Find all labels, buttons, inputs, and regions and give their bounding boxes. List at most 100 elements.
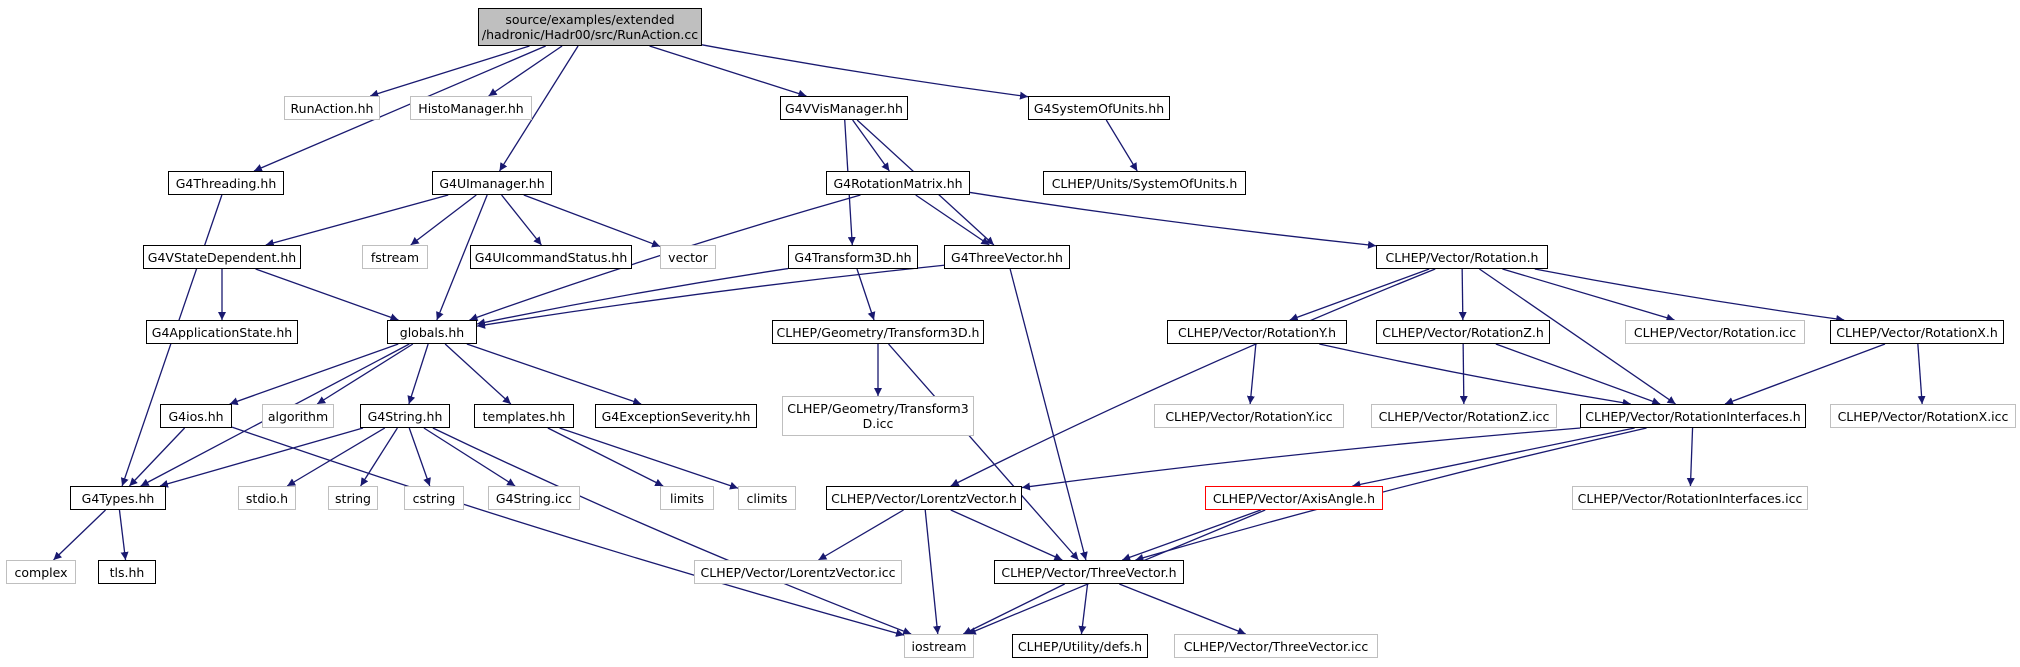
node-clhep-vector-threevector-h[interactable]: CLHEP/Vector/ThreeVector.h [994, 560, 1184, 584]
node-g4vstatedependent-hh[interactable]: G4VStateDependent.hh [143, 245, 301, 269]
node-label: G4VStateDependent.hh [147, 249, 297, 265]
node-clhep-units-systemofunits-h[interactable]: CLHEP/Units/SystemOfUnits.h [1043, 171, 1246, 195]
node-clhep-vector-rotationz-icc[interactable]: CLHEP/Vector/RotationZ.icc [1371, 404, 1557, 428]
node-iostream[interactable]: iostream [904, 634, 974, 658]
node-label: G4ApplicationState.hh [151, 324, 293, 340]
node-label: G4UImanager.hh [439, 175, 545, 191]
edge-clhep-geometry-transform3d-h-to-clhep-vector-threevector-h [888, 343, 1079, 561]
edge-clhep-vector-rotation-h-to-clhep-vector-rotationinterfaces-h [1479, 268, 1676, 405]
node-clhep-vector-rotationy-icc[interactable]: CLHEP/Vector/RotationY.icc [1154, 404, 1344, 428]
node-climits[interactable]: climits [738, 486, 796, 510]
node-label: RunAction.hh [290, 100, 374, 116]
node-clhep-geometry-transform3d-icc[interactable]: CLHEP/Geometry/Transform3 D.icc [782, 396, 974, 436]
node-globals-hh[interactable]: globals.hh [387, 320, 477, 344]
node-label: G4Threading.hh [175, 175, 277, 191]
node-g4systemofunits-hh[interactable]: G4SystemOfUnits.hh [1028, 96, 1170, 120]
node-clhep-vector-lorentzvector-h[interactable]: CLHEP/Vector/LorentzVector.h [826, 486, 1022, 510]
node-label: vector [668, 249, 708, 265]
edge-templates-hh-to-climits [559, 427, 739, 490]
node-g4rotationmatrix-hh[interactable]: G4RotationMatrix.hh [826, 171, 970, 195]
node-clhep-vector-lorentzvector-icc[interactable]: CLHEP/Vector/LorentzVector.icc [694, 560, 902, 584]
edge-clhep-vector-rotation-h-to-clhep-vector-rotationx-h [1534, 268, 1845, 323]
edge-g4string-hh-to-g4types-hh [159, 427, 364, 488]
edge-g4string-hh-to-string [360, 427, 398, 487]
node-clhep-vector-rotation-h[interactable]: CLHEP/Vector/Rotation.h [1376, 245, 1548, 269]
node-vector[interactable]: vector [660, 245, 716, 269]
node-g4types-hh[interactable]: G4Types.hh [70, 486, 166, 510]
node-g4string-icc[interactable]: G4String.icc [488, 486, 580, 510]
edge-g4threevector-hh-to-clhep-vector-threevector-h [1009, 268, 1088, 561]
node-complex[interactable]: complex [6, 560, 76, 584]
node-label: HistoManager.hh [418, 100, 524, 116]
node-clhep-vector-rotationx-h[interactable]: CLHEP/Vector/RotationX.h [1830, 320, 2004, 344]
node-templates-hh[interactable]: templates.hh [474, 404, 574, 428]
edge-g4uimanager-hh-to-g4uicommandstatus-hh [501, 194, 542, 246]
edge-clhep-vector-lorentzvector-h-to-clhep-vector-threevector-h [950, 509, 1063, 561]
node-clhep-vector-rotationinterfaces-h[interactable]: CLHEP/Vector/RotationInterfaces.h [1580, 404, 1806, 428]
node-g4applicationstate-hh[interactable]: G4ApplicationState.hh [146, 320, 298, 344]
node-clhep-vector-rotationy-h[interactable]: CLHEP/Vector/RotationY.h [1167, 320, 1347, 344]
node-g4exceptionseverity-hh[interactable]: G4ExceptionSeverity.hh [595, 404, 757, 428]
node-label: G4ThreeVector.hh [951, 249, 1063, 265]
node-algorithm[interactable]: algorithm [262, 404, 334, 428]
node-label: CLHEP/Vector/RotationInterfaces.h [1585, 408, 1801, 424]
node-root[interactable]: source/examples/extended /hadronic/Hadr0… [478, 8, 702, 46]
node-clhep-vector-rotationz-h[interactable]: CLHEP/Vector/RotationZ.h [1376, 320, 1550, 344]
node-cstring[interactable]: cstring [404, 486, 464, 510]
node-clhep-utility-defs-h[interactable]: CLHEP/Utility/defs.h [1012, 634, 1148, 658]
node-g4vvismanager-hh[interactable]: G4VVisManager.hh [780, 96, 908, 120]
node-label: fstream [370, 249, 420, 265]
edge-clhep-vector-rotationx-h-to-clhep-vector-rotationx-icc [1917, 343, 1926, 405]
node-g4string-hh[interactable]: G4String.hh [360, 404, 450, 428]
node-g4uimanager-hh[interactable]: G4UImanager.hh [432, 171, 552, 195]
node-clhep-vector-rotationinterfaces-icc[interactable]: CLHEP/Vector/RotationInterfaces.icc [1572, 486, 1808, 510]
node-histomanager-hh[interactable]: HistoManager.hh [410, 96, 532, 120]
edge-root-to-g4uimanager-hh [498, 45, 579, 172]
edge-clhep-vector-axisangle-h-to-clhep-vector-threevector-h [1122, 509, 1261, 562]
node-g4transform3d-hh[interactable]: G4Transform3D.hh [788, 245, 918, 269]
node-label: CLHEP/Vector/RotationZ.icc [1378, 408, 1550, 424]
node-label: iostream [911, 638, 967, 654]
edge-templates-hh-to-limits [547, 427, 664, 487]
edge-clhep-vector-rotationinterfaces-h-to-clhep-vector-rotationinterfaces-icc [1686, 427, 1695, 487]
node-label: cstring [412, 490, 456, 506]
node-fstream[interactable]: fstream [362, 245, 428, 269]
edge-g4vstatedependent-hh-to-globals-hh [255, 268, 399, 322]
node-g4threading-hh[interactable]: G4Threading.hh [168, 171, 284, 195]
node-label: CLHEP/Vector/RotationY.h [1177, 324, 1337, 340]
edge-clhep-vector-rotationinterfaces-h-to-clhep-vector-threevector-h [1135, 427, 1647, 562]
edge-clhep-vector-rotationz-h-to-clhep-vector-rotationz-icc [1459, 343, 1468, 405]
node-label: stdio.h [245, 490, 289, 506]
node-label: CLHEP/Vector/LorentzVector.h [831, 490, 1017, 506]
node-g4uicommandstatus-hh[interactable]: G4UIcommandStatus.hh [470, 245, 632, 269]
node-label: CLHEP/Vector/Rotation.h [1385, 249, 1539, 265]
node-g4threevector-hh[interactable]: G4ThreeVector.hh [944, 245, 1070, 269]
node-stdio-h[interactable]: stdio.h [238, 486, 296, 510]
node-string[interactable]: string [328, 486, 378, 510]
node-clhep-vector-axisangle-h[interactable]: CLHEP/Vector/AxisAngle.h [1205, 486, 1383, 510]
node-clhep-vector-threevector-icc[interactable]: CLHEP/Vector/ThreeVector.icc [1174, 634, 1378, 658]
node-g4ios-hh[interactable]: G4ios.hh [160, 404, 232, 428]
edge-g4vvismanager-hh-to-g4rotationmatrix-hh [852, 119, 890, 172]
edge-clhep-vector-lorentzvector-h-to-iostream [924, 509, 941, 635]
node-clhep-vector-rotation-icc[interactable]: CLHEP/Vector/Rotation.icc [1625, 320, 1805, 344]
edge-clhep-vector-threevector-h-to-clhep-vector-threevector-icc [1119, 583, 1246, 635]
node-label: CLHEP/Vector/RotationY.icc [1165, 408, 1333, 424]
edge-clhep-vector-rotation-h-to-clhep-vector-lorentzvector-h [950, 268, 1436, 487]
node-label: CLHEP/Vector/RotationInterfaces.icc [1577, 490, 1803, 506]
edge-clhep-vector-rotation-h-to-clhep-vector-rotation-icc [1502, 268, 1675, 322]
node-clhep-vector-rotationx-icc[interactable]: CLHEP/Vector/RotationX.icc [1830, 404, 2016, 428]
edge-g4types-hh-to-complex [53, 509, 106, 561]
edge-globals-hh-to-g4exceptionseverity-hh [466, 343, 642, 406]
node-clhep-geometry-transform3d-h[interactable]: CLHEP/Geometry/Transform3D.h [772, 320, 984, 344]
node-limits[interactable]: limits [660, 486, 714, 510]
node-label: CLHEP/Units/SystemOfUnits.h [1051, 175, 1238, 191]
node-runaction-hh[interactable]: RunAction.hh [284, 96, 380, 120]
node-label: G4UIcommandStatus.hh [474, 249, 628, 265]
node-label: G4VVisManager.hh [785, 100, 903, 116]
edge-clhep-vector-rotationinterfaces-h-to-clhep-vector-axisangle-h [1352, 427, 1635, 489]
edge-g4threevector-hh-to-globals-hh [476, 264, 945, 329]
edge-clhep-vector-rotation-h-to-clhep-vector-rotationy-h [1289, 268, 1430, 322]
node-tls-hh[interactable]: tls.hh [98, 560, 156, 584]
